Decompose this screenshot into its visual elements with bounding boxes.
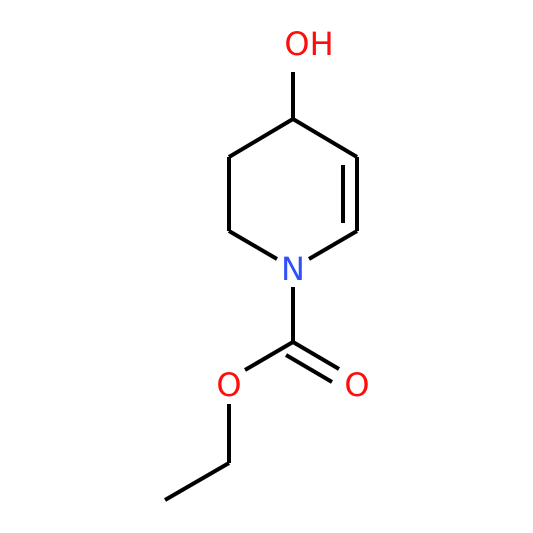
bond-c-o-ester [243,340,295,372]
nitrogen-label: N [281,250,305,288]
ester-oxygen-label: O [216,366,241,404]
bond-c-o-double [291,340,341,371]
bond-c-o-double-inner [284,353,334,384]
hydroxyl-label: OH [284,25,333,63]
carbonyl-oxygen-label: O [344,366,369,404]
bond-c2-n [307,229,359,261]
bond-c5-c4 [227,117,295,159]
bond-ch2-ch3 [163,461,231,502]
bond-c4-c3 [291,117,359,159]
bond-n-c6 [227,229,279,261]
